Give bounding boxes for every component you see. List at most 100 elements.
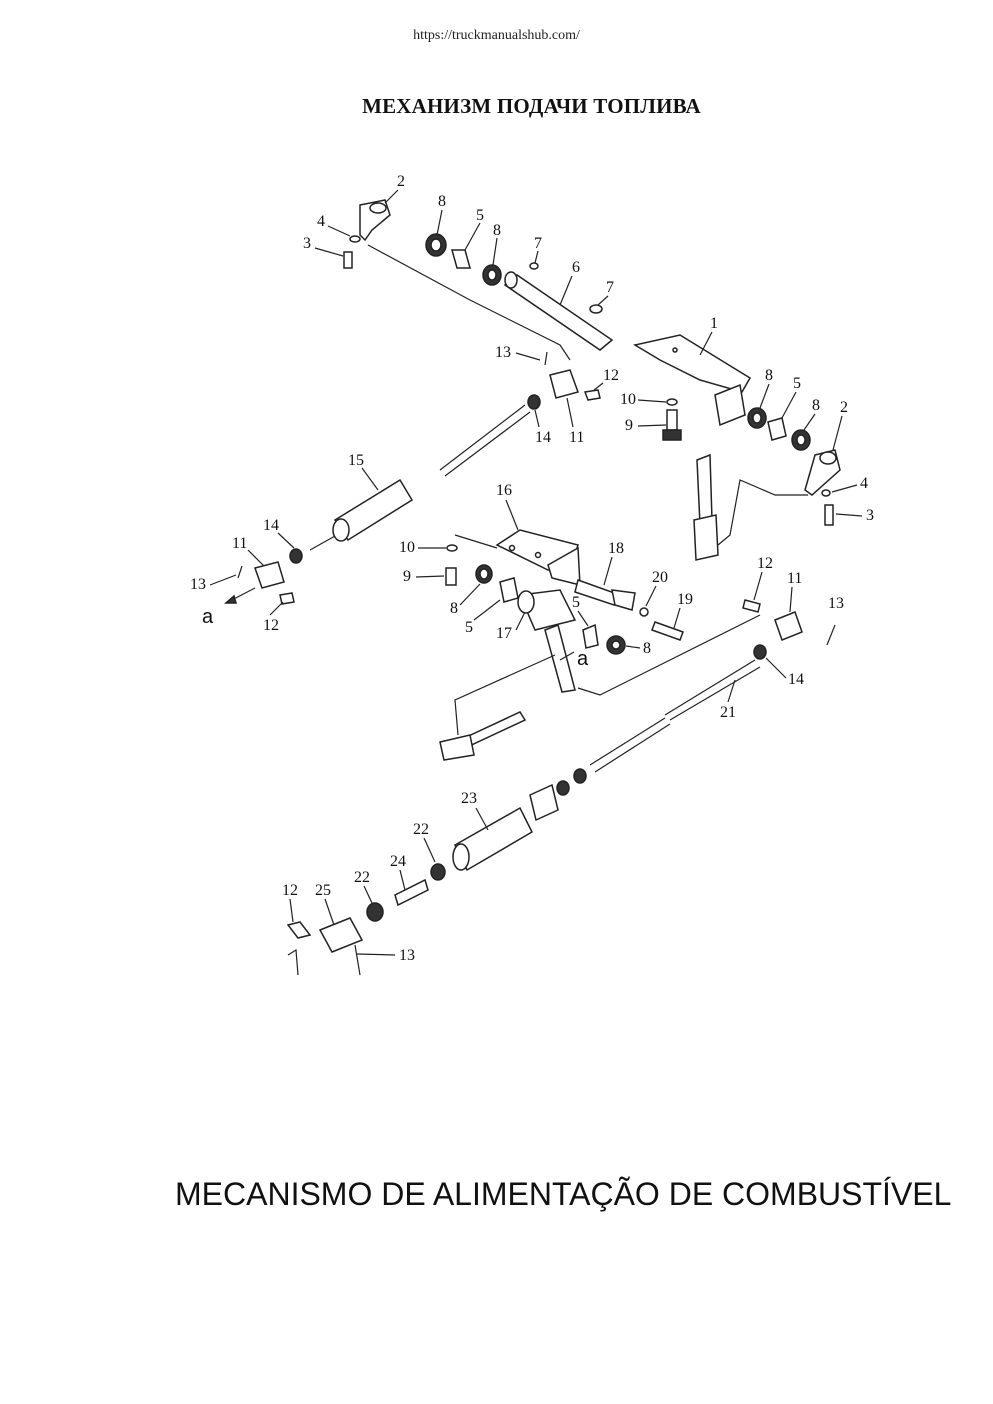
callout-15: 15: [348, 452, 364, 469]
screw-24: [394, 878, 429, 907]
callout-11b: 11: [232, 535, 247, 552]
bolt-3b: [824, 504, 834, 526]
callout-8f: 8: [643, 640, 651, 657]
key-7b: [589, 304, 603, 314]
callout-12c: 12: [757, 555, 773, 572]
washer-10b: [446, 544, 458, 552]
callout-10b: 10: [399, 539, 415, 556]
pin-12d: [286, 921, 312, 939]
washer-10a: [666, 398, 678, 406]
callout-21: 21: [720, 704, 736, 721]
source-url: https://truckmanualshub.com/: [413, 28, 580, 43]
callout-22a: 22: [413, 821, 429, 838]
clevis-upper-right: [693, 514, 719, 561]
callout-7a: 7: [534, 235, 542, 252]
callout-8d: 8: [812, 397, 820, 414]
callout-14b: 14: [263, 517, 279, 534]
callout-2b: 2: [840, 399, 848, 416]
nut-14a: [527, 394, 541, 410]
callout-5b: 5: [793, 375, 801, 392]
callout-3a: 3: [303, 235, 311, 252]
pin-13c: [826, 624, 836, 646]
pin-13d-leader: [356, 953, 396, 956]
pin-12c: [742, 599, 761, 613]
callout-11a: 11: [569, 429, 584, 446]
callout-13c: 13: [828, 595, 844, 612]
pin-13a: [544, 351, 548, 366]
nut-b: [556, 780, 570, 796]
nut-22a: [430, 863, 446, 881]
bushing-5a: [451, 249, 471, 269]
nut-22b: [366, 902, 384, 922]
callout-8a: 8: [438, 193, 446, 210]
rod-upper-right: [696, 453, 713, 527]
callout-9b: 9: [403, 568, 411, 585]
callout-20: 20: [652, 569, 668, 586]
nut-14b: [289, 548, 303, 564]
lever-17: [517, 589, 577, 693]
shaft-6: [503, 271, 614, 351]
bolt-19: [651, 621, 684, 641]
callout-13a: 13: [495, 344, 511, 361]
nut-14c: [753, 644, 767, 660]
callout-4b: 4: [860, 475, 868, 492]
callout-12a: 12: [603, 367, 619, 384]
page-title-pt: MECANISMO DE ALIMENTAÇÃO DE COMBUSTÍVEL: [175, 1176, 952, 1212]
cylinder-23: [452, 783, 559, 872]
callouts: 2 4 3 8 5 8 7 6 7 1 13 12 10 9 14 11 8 5: [190, 173, 874, 964]
callout-1: 1: [710, 315, 718, 332]
bolt-9b: [445, 567, 457, 586]
callout-10a: 10: [620, 391, 636, 408]
callout-9a: 9: [625, 417, 633, 434]
clevis-11b: [254, 561, 285, 589]
callout-22b: 22: [354, 869, 370, 886]
rod-15: [309, 404, 531, 551]
clevis-25: [318, 917, 364, 953]
clevis-lower-left: [439, 734, 475, 761]
bolt-3a: [343, 251, 353, 269]
callout-a-mid: a: [577, 648, 589, 670]
bracket-16: [495, 529, 581, 586]
callout-7b: 7: [606, 279, 614, 296]
pin-18: [574, 579, 622, 606]
callout-16: 16: [496, 482, 512, 499]
pin-12a: [583, 389, 601, 401]
washer-4b: [821, 489, 831, 497]
callout-25: 25: [315, 882, 331, 899]
bushing-5b: [767, 417, 787, 441]
bracket-1: [633, 334, 752, 427]
callout-14a: 14: [535, 429, 551, 446]
callout-24: 24: [390, 853, 406, 870]
callout-12d: 12: [282, 882, 298, 899]
nut-a: [573, 768, 587, 784]
bushing-5d: [582, 623, 599, 649]
callout-3b: 3: [866, 507, 874, 524]
arrow-a-mid: [559, 651, 575, 661]
bushing-5c: [499, 577, 519, 603]
rod-21: [589, 659, 761, 773]
callout-4a: 4: [317, 213, 325, 230]
pin-12b: [279, 592, 295, 605]
key-7a: [529, 262, 539, 270]
callout-13b: 13: [190, 576, 206, 593]
callout-2a: 2: [397, 173, 405, 190]
page-title-ru: МЕХАНИЗМ ПОДАЧИ ТОПЛИВА: [362, 94, 701, 118]
callout-a-left: a: [202, 606, 214, 628]
callout-12b: 12: [263, 617, 279, 634]
pin-13b: [237, 565, 243, 579]
callout-23: 23: [461, 790, 477, 807]
callout-6: 6: [572, 259, 580, 276]
washer-4a: [349, 235, 361, 243]
callout-8c: 8: [765, 367, 773, 384]
callout-17: 17: [496, 625, 512, 642]
callout-8b: 8: [493, 222, 501, 239]
clevis-11a: [549, 369, 579, 399]
callout-11c: 11: [787, 570, 802, 587]
callout-19: 19: [677, 591, 693, 608]
washer-20: [639, 607, 649, 617]
callout-8e: 8: [450, 600, 458, 617]
clevis-11c: [774, 611, 803, 641]
bolt-9a: [666, 409, 678, 431]
callout-5c: 5: [465, 619, 473, 636]
